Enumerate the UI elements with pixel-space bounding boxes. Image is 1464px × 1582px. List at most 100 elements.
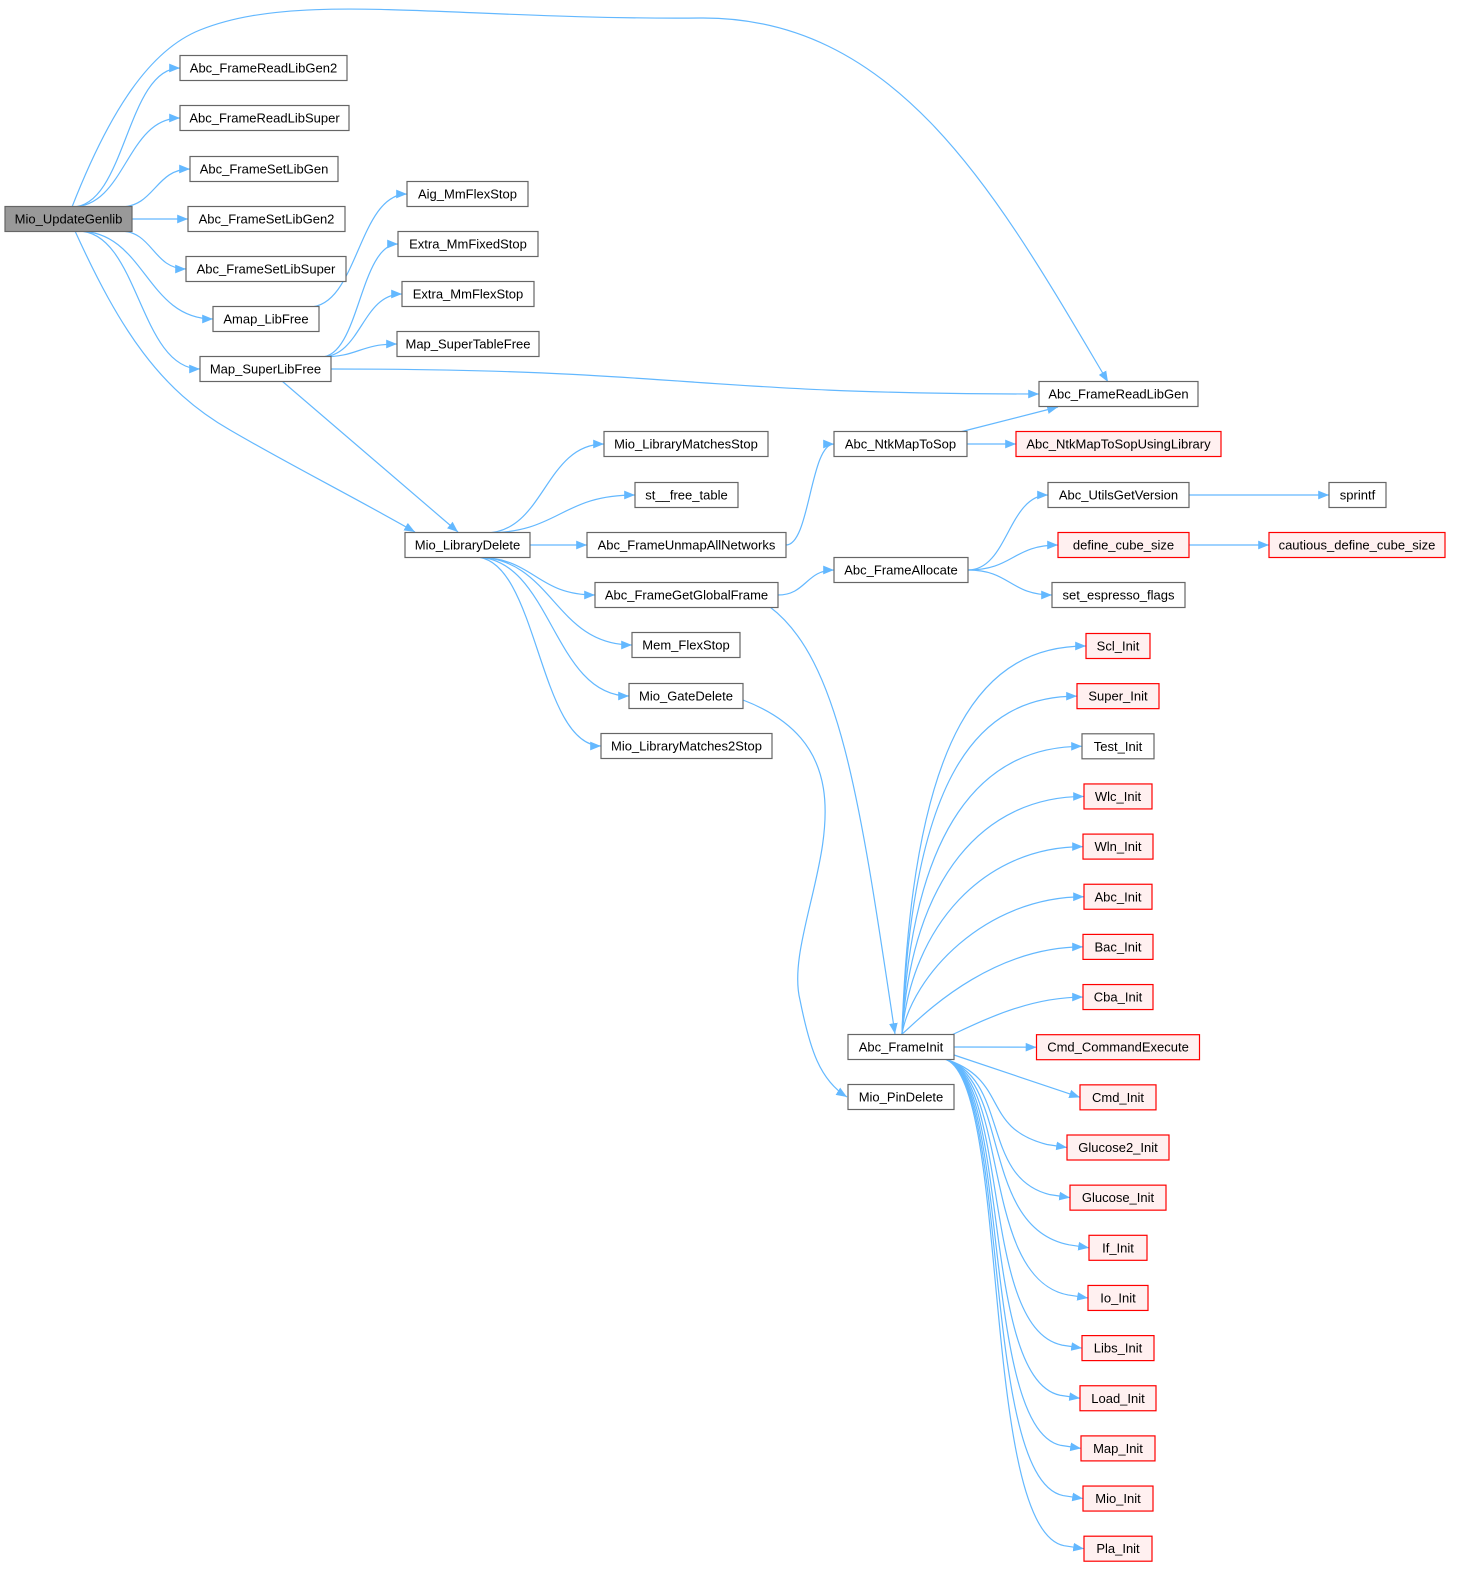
edge-Abc_FrameAllocate-to-define_cube_size [967, 540, 1059, 571]
node-extra-mmfixedstop[interactable]: Extra_MmFixedStop [397, 230, 539, 258]
node-box [397, 230, 539, 258]
node-abc-framesetlibgen[interactable]: Abc_FrameSetLibGen [189, 155, 339, 183]
edge-Abc_FrameAllocate-to-set_espresso_flags [967, 569, 1053, 600]
node-label: Glucose_Init [1082, 1190, 1155, 1205]
node-label: Abc_FrameInit [859, 1040, 944, 1055]
node-label: Test_Init [1094, 739, 1143, 754]
edge-Mio_UpdateGenlib-to-Abc_FrameSetLibSuper [119, 230, 187, 274]
node-label: set_espresso_flags [1062, 588, 1175, 603]
node-abc-framereadlibsuper[interactable]: Abc_FrameReadLibSuper [179, 104, 350, 132]
node-aig-mmflexstop[interactable]: Aig_MmFlexStop [406, 180, 529, 208]
node-label: Mem_FlexStop [642, 638, 729, 653]
node-box [1066, 1134, 1170, 1161]
edge-Mio_LibraryDelete-to-Mio_LibraryMatchesStop [484, 439, 605, 534]
node-cautious-define-cube-size[interactable]: cautious_define_cube_size [1268, 531, 1446, 559]
node-mio-gatedelete[interactable]: Mio_GateDelete [628, 682, 744, 710]
edge-Mio_UpdateGenlib-to-Abc_FrameReadLibGen [71, 8, 1109, 383]
node-super-init[interactable]: Super_Init [1076, 683, 1160, 710]
node-label: Cba_Init [1094, 990, 1143, 1005]
node-box [1076, 683, 1160, 710]
node-label: Bac_Init [1095, 939, 1142, 954]
node-box [1268, 531, 1446, 559]
node-abc-frameallocate[interactable]: Abc_FrameAllocate [833, 556, 969, 584]
node-sprintf[interactable]: sprintf [1328, 481, 1387, 509]
node-mio-pindelete[interactable]: Mio_PinDelete [847, 1083, 955, 1111]
node-mio-librarydelete[interactable]: Mio_LibraryDelete [404, 531, 531, 559]
node-if-init[interactable]: If_Init [1088, 1234, 1148, 1261]
node-label: Map_SuperLibFree [210, 362, 321, 377]
node-cmd-init[interactable]: Cmd_Init [1079, 1084, 1157, 1111]
node-abc-framesetlibgen2[interactable]: Abc_FrameSetLibGen2 [187, 205, 346, 233]
node-mio-init[interactable]: Mio_Init [1082, 1485, 1154, 1512]
node-st--free-table[interactable]: st__free_table [634, 481, 739, 509]
edge-Abc_FrameInit-to-Abc_Init [901, 892, 1085, 1035]
node-box [833, 430, 968, 458]
node-wln-init[interactable]: Wln_Init [1082, 833, 1154, 860]
node-map-init[interactable]: Map_Init [1080, 1435, 1156, 1462]
node-mio-librarymatches2stop[interactable]: Mio_LibraryMatches2Stop [600, 732, 773, 760]
node-label: Cmd_Init [1092, 1090, 1144, 1105]
node-label: Scl_Init [1097, 639, 1140, 654]
node-box [199, 355, 332, 383]
node-box [833, 556, 969, 584]
edge-Abc_FrameInit-to-Map_Init [944, 1058, 1082, 1452]
edge-Map_SuperLibFree-to-Extra_MmFlexStop [320, 289, 403, 358]
edge-Abc_FrameUnmapAllNetworks-to-Abc_NtkMapToSop [785, 439, 835, 546]
node-box [1035, 1034, 1201, 1061]
node-abc-ntkmaptosopusinglibrary[interactable]: Abc_NtkMapToSopUsingLibrary [1015, 430, 1222, 458]
node-map-supertablefree[interactable]: Map_SuperTableFree [396, 330, 540, 358]
node-box [594, 581, 779, 609]
node-wlc-init[interactable]: Wlc_Init [1083, 783, 1153, 810]
node-abc-framesetlibsuper[interactable]: Abc_FrameSetLibSuper [185, 255, 347, 283]
edge-Abc_FrameInit-to-Cmd_Init [953, 1054, 1081, 1099]
node-cba-init[interactable]: Cba_Init [1082, 983, 1154, 1011]
node-box [179, 104, 350, 132]
node-test-init[interactable]: Test_Init [1081, 733, 1155, 760]
edge-Abc_FrameInit-to-Io_Init [944, 1058, 1089, 1301]
node-box [1088, 1234, 1148, 1261]
edge-Mio_UpdateGenlib-to-Mio_LibraryDelete [74, 230, 416, 533]
node-abc-framereadlibgen2[interactable]: Abc_FrameReadLibGen2 [179, 54, 348, 82]
node-box [1083, 783, 1153, 810]
node-abc-ntkmaptosop[interactable]: Abc_NtkMapToSop [833, 430, 968, 458]
edge-Abc_FrameInit-to-Wlc_Init [901, 792, 1085, 1035]
node-extra-mmflexstop[interactable]: Extra_MmFlexStop [401, 280, 535, 308]
edge-Abc_FrameInit-to-Libs_Init [944, 1058, 1083, 1351]
node-amap-libfree[interactable]: Amap_LibFree [212, 305, 320, 333]
edge-Abc_FrameInit-to-Pla_Init [944, 1058, 1085, 1552]
node-cmd-commandexecute[interactable]: Cmd_CommandExecute [1035, 1034, 1201, 1061]
node-label: sprintf [1340, 488, 1376, 503]
node-abc-frameinit[interactable]: Abc_FrameInit [847, 1033, 955, 1061]
node-label: Abc_FrameUnmapAllNetworks [598, 538, 776, 553]
node-load-init[interactable]: Load_Init [1079, 1385, 1157, 1412]
node-abc-framegetglobalframe[interactable]: Abc_FrameGetGlobalFrame [594, 581, 779, 609]
node-mio-updategenlib[interactable]: Mio_UpdateGenlib [4, 205, 133, 233]
edge-Abc_FrameAllocate-to-Abc_UtilsGetVersion [967, 490, 1049, 571]
node-map-superlibfree[interactable]: Map_SuperLibFree [199, 355, 332, 383]
node-io-init[interactable]: Io_Init [1087, 1284, 1149, 1312]
node-abc-init[interactable]: Abc_Init [1083, 883, 1153, 910]
node-label: define_cube_size [1073, 538, 1174, 553]
node-set-espresso-flags[interactable]: set_espresso_flags [1051, 581, 1186, 609]
node-abc-framereadlibgen[interactable]: Abc_FrameReadLibGen [1038, 380, 1199, 408]
edge-Mio_UpdateGenlib-to-Abc_FrameReadLibSuper [71, 113, 181, 208]
node-box [212, 305, 320, 333]
node-bac-init[interactable]: Bac_Init [1082, 933, 1154, 961]
node-label: Pla_Init [1096, 1541, 1140, 1556]
node-label: Abc_FrameSetLibGen [200, 162, 329, 177]
node-pla-init[interactable]: Pla_Init [1083, 1535, 1153, 1562]
node-abc-frameunmapallnetworks[interactable]: Abc_FrameUnmapAllNetworks [586, 531, 787, 559]
node-abc-utilsgetversion[interactable]: Abc_UtilsGetVersion [1047, 481, 1190, 509]
node-mio-librarymatchesstop[interactable]: Mio_LibraryMatchesStop [603, 430, 769, 458]
node-box [404, 531, 531, 559]
node-glucose-init[interactable]: Glucose_Init [1069, 1184, 1167, 1211]
node-label: st__free_table [645, 488, 727, 503]
node-label: Glucose2_Init [1078, 1140, 1158, 1155]
node-define-cube-size[interactable]: define_cube_size [1057, 531, 1190, 559]
node-libs-init[interactable]: Libs_Init [1081, 1334, 1155, 1362]
node-mem-flexstop[interactable]: Mem_FlexStop [631, 631, 741, 659]
node-glucose2-init[interactable]: Glucose2_Init [1066, 1134, 1170, 1161]
node-scl-init[interactable]: Scl_Init [1085, 632, 1151, 660]
edge-Amap_LibFree-to-Aig_MmFlexStop [308, 189, 408, 308]
